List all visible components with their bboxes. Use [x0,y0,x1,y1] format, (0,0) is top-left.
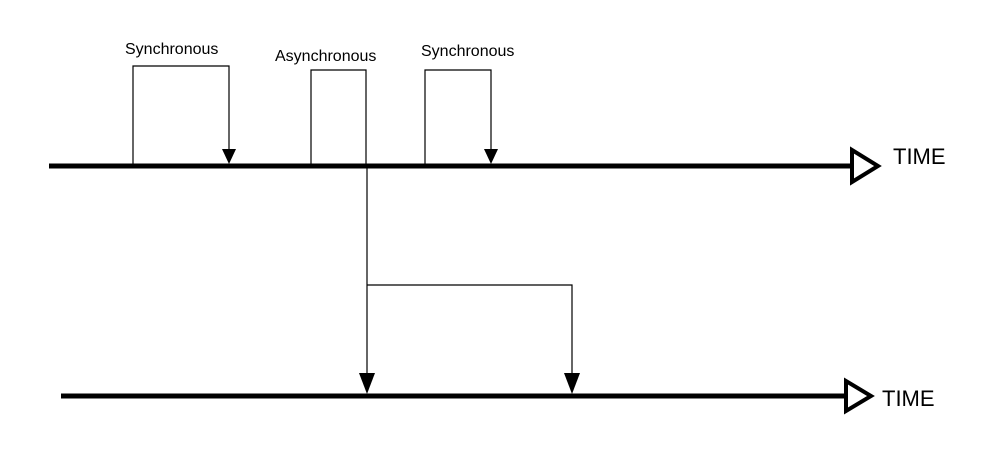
sync-call-1: Synchronous [125,41,236,166]
sync-call-2-label: Synchronous [421,43,514,60]
sync-call-2-path [424,69,492,166]
async-call-box [310,69,367,166]
async-call: Asynchronous [275,48,580,394]
bottom-timeline-label: TIME [882,386,935,411]
sync-call-1-path [132,65,230,166]
sync-call-1-label: Synchronous [125,41,218,58]
top-timeline: TIME [49,144,946,186]
async-callback-arrowhead [564,373,580,394]
async-callback-path [367,284,573,376]
sync-call-2: Synchronous [421,43,514,166]
async-call-label: Asynchronous [275,48,376,65]
bottom-timeline-arrowhead [844,377,875,415]
top-timeline-label: TIME [893,144,946,169]
top-timeline-arrowhead [850,146,882,186]
async-drop-arrowhead [359,373,375,394]
bottom-timeline: TIME [61,377,935,415]
sync-call-1-arrowhead [222,149,236,164]
sync-call-2-arrowhead [484,149,498,164]
